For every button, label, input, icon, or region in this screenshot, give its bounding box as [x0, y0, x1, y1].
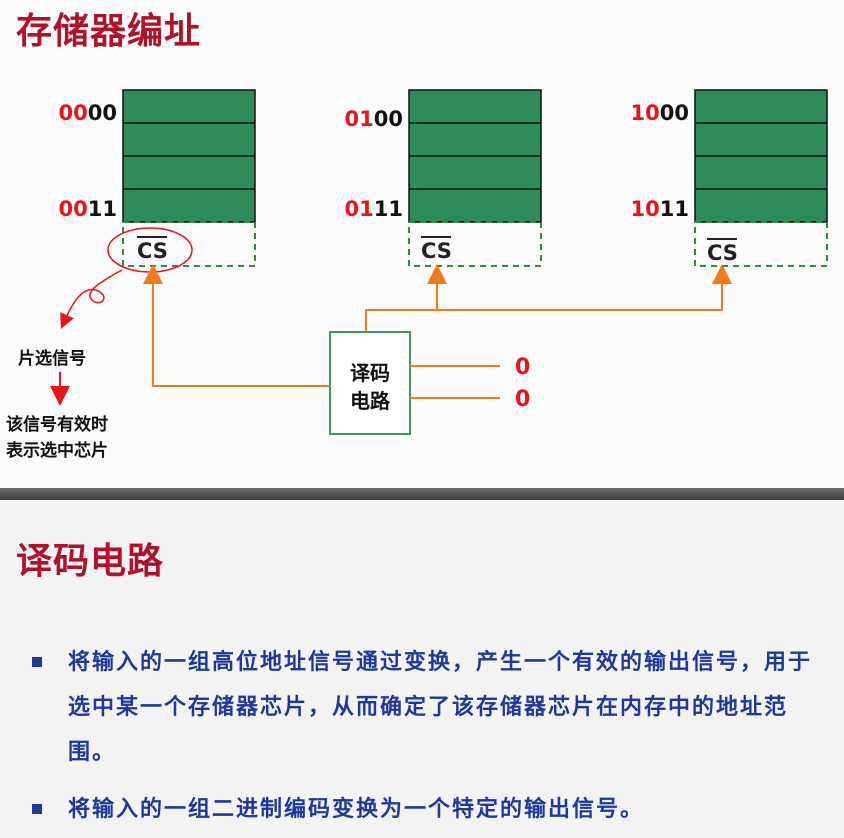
memory-chip-1: CS 0000 0011 [59, 89, 256, 267]
chip-select-pointer [60, 269, 123, 329]
chip-1-start-address: 0000 [59, 101, 117, 125]
decoder-output-wire-chip-1 [143, 264, 330, 387]
page-title-memory-addressing: 存储器编址 [16, 11, 202, 52]
decoder-box [329, 331, 411, 435]
memory-diagram: CS 0000 0011 CS 0100 0111 CS 1000 1011 译… [6, 89, 828, 461]
section-title-decoder-circuit: 译码电路 [16, 541, 165, 582]
chip-1-cs-label: CS [137, 239, 168, 263]
effective-annotation-line1: 该信号有效时 [6, 414, 108, 435]
chip-3-cs-box [694, 221, 828, 267]
bullet-text: 将输入的一组高位地址信号通过变换，产生一个有效的输出信号，用于选中某一个存储器芯… [68, 649, 813, 765]
bottom-panel [0, 500, 844, 838]
bullet-list: 将输入的一组高位地址信号通过变换，产生一个有效的输出信号，用于选中某一个存储器芯… [30, 640, 830, 832]
chip-select-annotation: 片选信号 [18, 348, 86, 369]
bullet-text: 将输入的一组二进制编码变换为一个特定的输出信号。 [68, 796, 645, 822]
top-panel [0, 0, 844, 488]
chip-1-cs-box [122, 221, 256, 267]
chip-2-cs-box [408, 221, 542, 267]
decoder-label-line2: 电路 [350, 389, 391, 413]
decoder-input-value-2: 0 [515, 387, 530, 412]
chip-2-cs-label: CS [421, 239, 452, 263]
decoder-output-wire-chip-3 [365, 264, 732, 332]
bullet-item: 将输入的一组高位地址信号通过变换，产生一个有效的输出信号，用于选中某一个存储器芯… [30, 640, 830, 775]
bullet-square-icon [32, 804, 42, 814]
chip-2-end-address: 0111 [345, 197, 403, 221]
chip-2-start-address: 0100 [345, 107, 403, 131]
chip-3-cs-label: CS [707, 241, 738, 265]
section-divider [0, 488, 844, 500]
bullet-item: 将输入的一组二进制编码变换为一个特定的输出信号。 [30, 787, 830, 832]
decoder-input-value-1: 0 [515, 355, 530, 380]
effective-annotation-line2: 表示选中芯片 [6, 440, 108, 461]
bullet-square-icon [32, 657, 42, 667]
memory-chip-3: CS 1000 1011 [631, 89, 828, 267]
chip-3-end-address: 1011 [631, 197, 689, 221]
chip-3-start-address: 1000 [631, 101, 689, 125]
memory-chip-2: CS 0100 0111 [345, 89, 542, 267]
chip-1-end-address: 0011 [59, 197, 117, 221]
decoder-label-line1: 译码 [350, 361, 390, 385]
